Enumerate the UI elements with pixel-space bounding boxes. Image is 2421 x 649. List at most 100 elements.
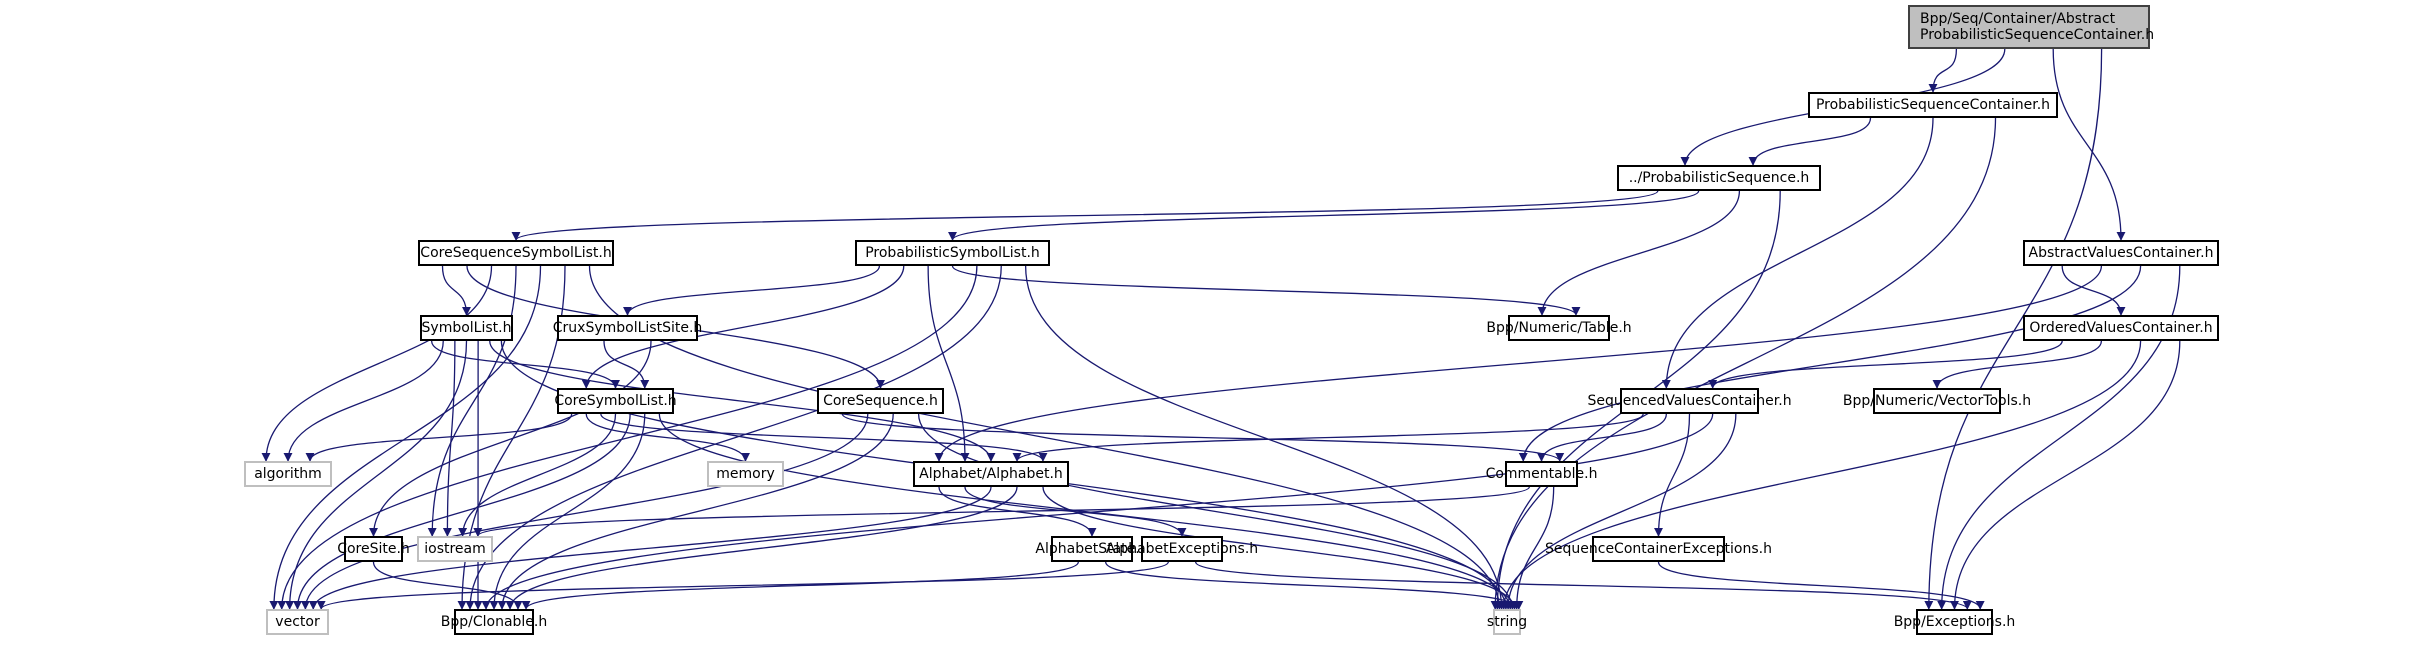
graph-node-probabilistic-symbol-list[interactable]: ProbabilisticSymbolList.h — [855, 240, 1050, 266]
graph-node-bpp-clonable[interactable]: Bpp/Clonable.h — [441, 609, 547, 635]
graph-node-alphabet-exceptions[interactable]: AlphabetExceptions.h — [1106, 536, 1258, 562]
graph-node-core-sequence-symbol-list[interactable]: CoreSequenceSymbolList.h — [418, 240, 614, 266]
edge-CoreSequenceSymbolList-to-SymbolList — [441, 265, 472, 316]
graph-node-algorithm: algorithm — [244, 461, 332, 487]
edge-ProbabilisticSymbolList-to-CruxSymbolListSite — [623, 265, 881, 316]
graph-node-sequence-container-exceptions[interactable]: SequenceContainerExceptions.h — [1545, 536, 1772, 562]
edge-OrderedValuesContainer-to-BppExceptions — [1949, 340, 2181, 610]
edge-SequencedValuesContainer-to-AlphabetAlphabet — [1012, 413, 1644, 462]
graph-node-alphabet-state[interactable]: AlphabetState.h — [1035, 536, 1149, 562]
edge-CoreSequence-to-Commentable — [841, 413, 1565, 462]
edge-OrderedValuesContainer-to-VectorTools — [1932, 340, 2103, 389]
graph-node-memory: memory — [707, 461, 784, 487]
graph-node-core-symbol-list[interactable]: CoreSymbolList.h — [554, 388, 677, 414]
edge-CoreSymbolList-to-vector — [292, 413, 631, 610]
node-label: Bpp/Exceptions.h — [1893, 614, 2016, 630]
graph-node-vector: vector — [266, 609, 329, 635]
edge-SequenceContainerExceptions-to-BppExceptions — [1657, 561, 1985, 610]
edge-ProbabilisticSequence-to-CoreSequenceSymbolList — [511, 190, 1659, 241]
graph-node-ordered-values-container[interactable]: OrderedValuesContainer.h — [2023, 315, 2219, 341]
node-label: AlphabetExceptions.h — [1105, 541, 1259, 557]
node-label: CoreSite.h — [337, 541, 410, 557]
edge-CoreSymbolList-to-AlphabetAlphabet — [600, 413, 1048, 462]
edge-ProbabilisticSymbolList-to-string — [1024, 265, 1507, 610]
edge-ProbabilisticSymbolList-to-AlphabetAlphabet — [927, 265, 970, 462]
node-label: AlphabetState.h — [1035, 541, 1149, 557]
graph-node-core-site[interactable]: CoreSite.h — [337, 536, 410, 562]
edge-SequencedValuesContainer-to-SequenceContainerExceptions — [1653, 413, 1691, 537]
edge-SymbolList-to-AlphabetAlphabet — [489, 340, 996, 462]
edge-SequencedValuesContainer-to-BppClonable — [481, 413, 1714, 610]
edge-CoreSite-to-BppClonable — [372, 561, 523, 610]
node-label: Alphabet/Alphabet.h — [919, 466, 1063, 482]
graph-node-abstract-values-container[interactable]: AbstractValuesContainer.h — [2023, 240, 2219, 266]
edge-CoreSequenceSymbolList-to-vector — [269, 265, 542, 610]
graph-node-alphabet-alphabet[interactable]: Alphabet/Alphabet.h — [913, 461, 1069, 487]
edge-OrderedValuesContainer-to-SequencedValuesContainer — [1708, 340, 2063, 389]
edge-AlphabetState-to-BppClonable — [521, 561, 1079, 610]
edge-ProbabilisticSequence-to-ProbabilisticSymbolList — [948, 190, 1700, 241]
node-label: SymbolList.h — [421, 320, 512, 336]
edge-ProbabilisticSequence-to-BppNumericTable — [1537, 190, 1741, 316]
edge-AlphabetState-to-string — [1105, 561, 1524, 610]
edge-ProbabilisticSymbolList-to-BppClonable — [465, 265, 1002, 610]
node-label: ../ProbabilisticSequence.h — [1628, 170, 1810, 186]
node-label: CoreSymbolList.h — [554, 393, 677, 409]
graph-node-crux-symbol-list-site[interactable]: CruxSymbolListSite.h — [553, 315, 702, 341]
node-label: ProbabilisticSequenceContainer.h — [1815, 97, 2051, 113]
edge-Commentable-to-iostream — [473, 486, 1530, 537]
edge-CoreSymbolList-to-algorithm — [305, 413, 573, 462]
edge-CoreSequence-to-string — [917, 413, 1517, 610]
edge-CoreSequenceSymbolList-to-iostream — [427, 265, 517, 537]
edge-root-to-AbstractValuesContainer — [2052, 48, 2126, 241]
graph-node-vector-tools[interactable]: Bpp/Numeric/VectorTools.h — [1843, 388, 2031, 414]
edge-CoreSymbolList-to-BppClonable — [489, 413, 646, 610]
edge-CoreSymbolList-to-memory — [585, 413, 751, 462]
edge-SymbolList-to-CoreSymbolList — [430, 340, 620, 389]
node-label: memory — [716, 466, 775, 482]
node-label: CruxSymbolListSite.h — [552, 320, 703, 336]
graph-node-probabilistic-sequence-container[interactable]: ProbabilisticSequenceContainer.h — [1808, 92, 2058, 118]
graph-node-bpp-exceptions[interactable]: Bpp/Exceptions.h — [1894, 609, 2015, 635]
edge-ProbabilisticSymbolList-to-vector — [277, 265, 978, 610]
edge-ProbabilisticSymbolList-to-CoreSymbolList — [581, 265, 905, 389]
edge-AlphabetAlphabet-to-BppClonable — [505, 486, 1018, 610]
graph-node-bpp-numeric-table[interactable]: Bpp/Numeric/Table.h — [1486, 315, 1632, 341]
edge-OrderedValuesContainer-to-string — [1499, 340, 2142, 610]
edge-AlphabetExceptions-to-BppExceptions — [1195, 561, 1972, 610]
edge-Commentable-to-string — [1512, 486, 1555, 610]
graph-node-symbol-list[interactable]: SymbolList.h — [420, 315, 513, 341]
node-label: ProbabilisticSymbolList.h — [865, 245, 1040, 261]
edge-SymbolList-to-iostream — [442, 340, 456, 537]
graph-node-core-sequence[interactable]: CoreSequence.h — [817, 388, 944, 414]
edge-SymbolList-to-vector — [285, 340, 468, 610]
edge-CruxSymbolListSite-to-CoreSite — [368, 340, 652, 537]
graph-node-probabilistic-sequence[interactable]: ../ProbabilisticSequence.h — [1617, 165, 1821, 191]
graph-node-commentable[interactable]: Commentable.h — [1486, 461, 1597, 487]
node-label: algorithm — [254, 466, 322, 482]
node-label: Bpp/Numeric/Table.h — [1486, 320, 1632, 336]
node-label: string — [1486, 614, 1528, 630]
edge-AlphabetExceptions-to-vector — [316, 561, 1169, 610]
edge-ProbabilisticSequenceContainer-to-ProbabilisticSequence — [1748, 117, 1872, 166]
edge-ProbabilisticSymbolList-to-BppNumericTable — [951, 265, 1581, 316]
edge-CruxSymbolListSite-to-CoreSymbolList — [603, 340, 650, 389]
edge-AlphabetAlphabet-to-string — [1042, 486, 1520, 610]
root-node-label-line: ProbabilisticSequenceContainer.h — [1920, 27, 2155, 43]
node-label: SequencedValuesContainer.h — [1587, 393, 1792, 409]
node-label: AbstractValuesContainer.h — [2028, 245, 2214, 261]
node-label: Bpp/Clonable.h — [440, 614, 548, 630]
edge-CoreSymbolList-to-string — [658, 413, 1515, 610]
edge-root-to-BppExceptions — [1924, 48, 2103, 610]
edge-AbstractValuesContainer-to-AlphabetAlphabet — [934, 265, 2103, 462]
graph-node-sequenced-values-container[interactable]: SequencedValuesContainer.h — [1587, 388, 1792, 414]
graph-node-iostream: iostream — [417, 536, 493, 562]
root-node-label-line: Bpp/Seq/Container/Abstract — [1920, 11, 2116, 27]
edge-CoreSequenceSymbolList-to-algorithm — [261, 265, 493, 462]
edge-CoreSequence-to-vector — [300, 413, 869, 610]
edge-ProbabilisticSequenceContainer-to-SequencedValuesContainer — [1661, 117, 1934, 389]
node-label: Commentable.h — [1485, 466, 1598, 482]
node-label: Bpp/Numeric/VectorTools.h — [1842, 393, 2032, 409]
